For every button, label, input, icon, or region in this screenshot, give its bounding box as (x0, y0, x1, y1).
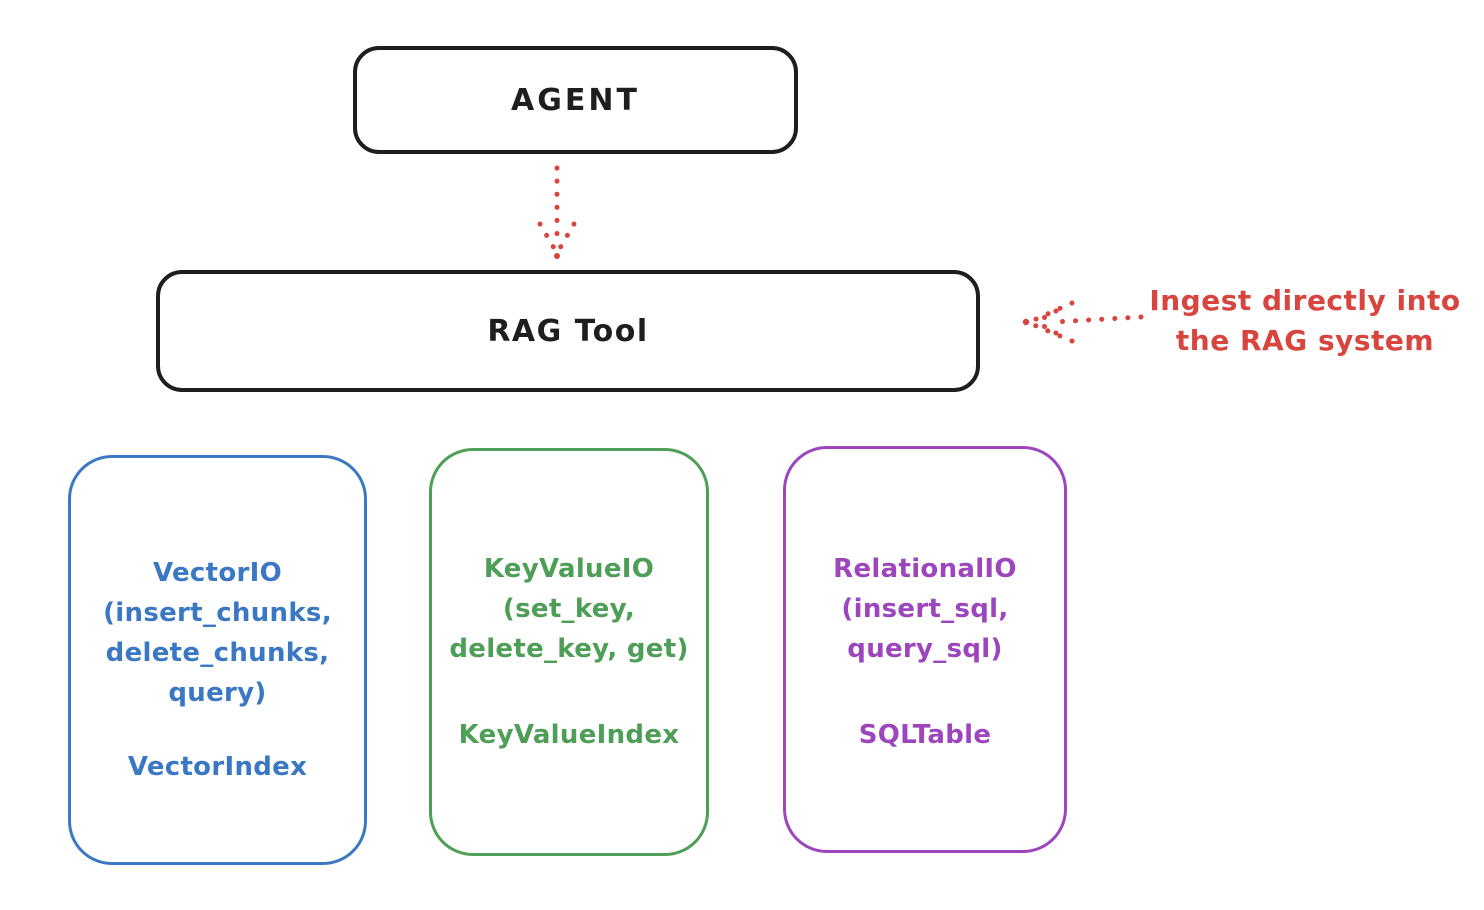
ingest-annotation-text[interactable]: Ingest directly into the RAG system (1140, 281, 1470, 361)
ingest-annotation-line2: the RAG system (1175, 324, 1435, 357)
ingest-annotation-arrow[interactable] (1022, 300, 1144, 344)
relational-io-node[interactable]: RelationalIO (insert_sql, query_sql) SQL… (783, 446, 1067, 853)
ingest-annotation-line1: Ingest directly into (1149, 284, 1461, 317)
keyvalue-io-line: delete_key, get) (449, 634, 689, 664)
agent-label: AGENT (511, 82, 640, 118)
relational-io-line: query_sql) (847, 634, 1003, 664)
agent-to-rag-arrow[interactable] (537, 165, 577, 259)
sql-table-label: SQLTable (858, 720, 992, 750)
relational-io-line: RelationalIO (833, 554, 1017, 584)
rag-tool-label: RAG Tool (487, 313, 649, 349)
vector-io-line: delete_chunks, (105, 638, 330, 668)
rag-tool-node[interactable]: RAG Tool (156, 270, 980, 392)
keyvalue-io-line: (set_key, (502, 594, 636, 624)
vector-io-line: (insert_chunks, (103, 598, 332, 628)
relational-io-line: (insert_sql, (841, 594, 1009, 624)
keyvalue-io-node[interactable]: KeyValueIO (set_key, delete_key, get) Ke… (429, 448, 709, 856)
agent-node[interactable]: AGENT (353, 46, 798, 154)
vector-io-line: query) (168, 678, 267, 708)
vector-io-line: VectorIO (152, 558, 283, 588)
vector-index-label: VectorIndex (127, 752, 308, 782)
keyvalue-index-label: KeyValueIndex (458, 720, 680, 750)
vector-io-node[interactable]: VectorIO (insert_chunks, delete_chunks, … (68, 455, 367, 865)
keyvalue-io-line: KeyValueIO (483, 554, 655, 584)
